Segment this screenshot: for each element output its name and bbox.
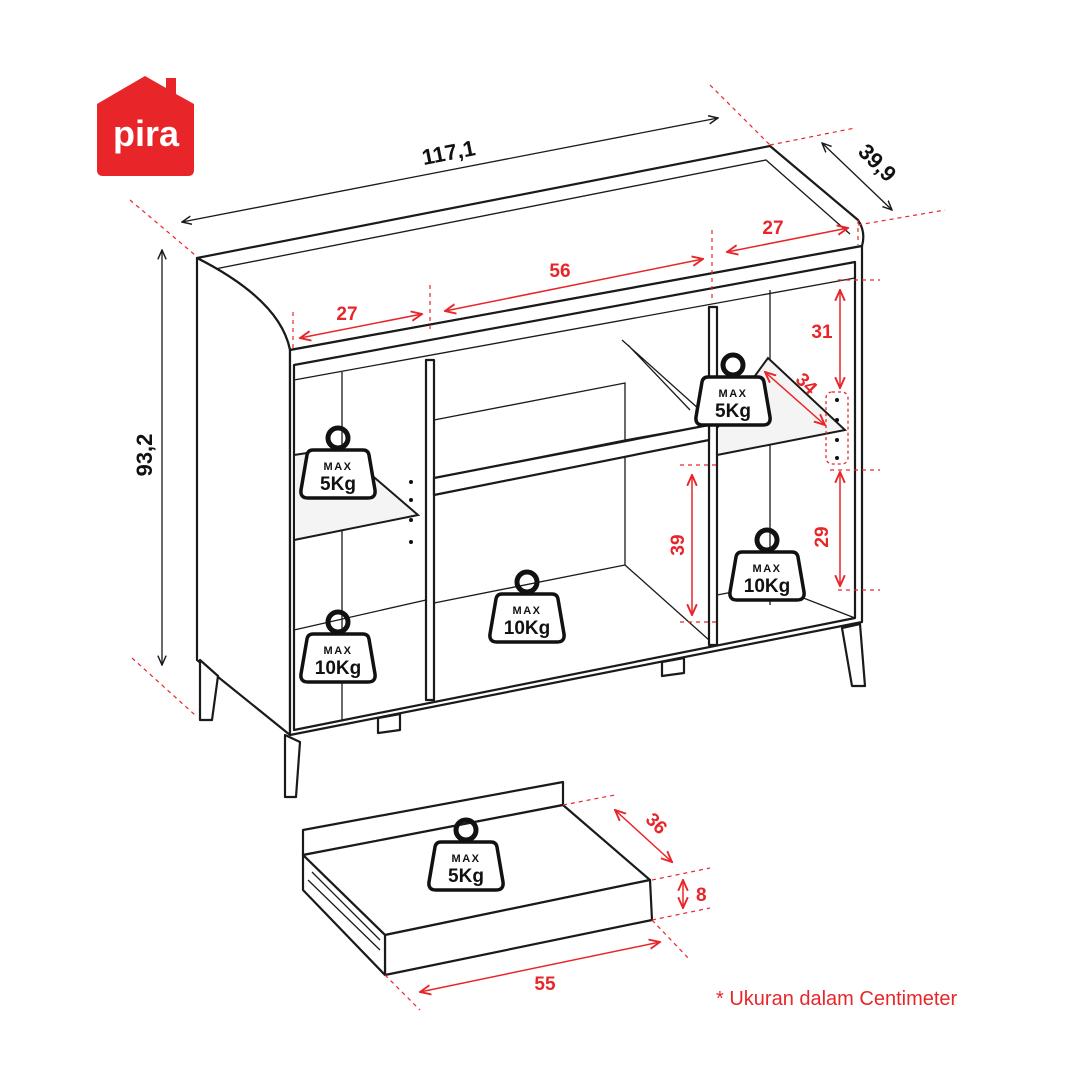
svg-text:5Kg: 5Kg bbox=[448, 866, 484, 887]
top-center-label: 56 bbox=[549, 261, 570, 282]
cabinet-drawing bbox=[195, 144, 867, 799]
svg-text:10Kg: 10Kg bbox=[504, 618, 550, 639]
units-footnote: * Ukuran dalam Centimeter bbox=[716, 988, 958, 1010]
svg-text:MAX: MAX bbox=[324, 461, 353, 473]
width-label: 117,1 bbox=[420, 135, 478, 170]
center-lower-height-label: 39 bbox=[668, 534, 689, 555]
height-label: 93,2 bbox=[132, 434, 157, 477]
svg-text:5Kg: 5Kg bbox=[320, 474, 356, 495]
right-lower-height-label: 29 bbox=[812, 526, 833, 547]
top-left-label: 27 bbox=[336, 304, 357, 325]
logo-text: pira bbox=[113, 113, 180, 154]
svg-text:MAX: MAX bbox=[753, 563, 782, 575]
drawer-depth-label: 36 bbox=[641, 809, 671, 839]
svg-text:MAX: MAX bbox=[719, 388, 748, 400]
svg-text:MAX: MAX bbox=[452, 853, 481, 865]
drawer-width-label: 55 bbox=[534, 974, 556, 995]
right-upper-height-label: 31 bbox=[811, 322, 833, 343]
drawer-height-label: 8 bbox=[696, 885, 707, 906]
svg-text:MAX: MAX bbox=[324, 645, 353, 657]
pira-logo: pira bbox=[97, 76, 194, 176]
top-right-label: 27 bbox=[762, 218, 783, 239]
svg-text:10Kg: 10Kg bbox=[744, 576, 790, 597]
svg-text:MAX: MAX bbox=[513, 605, 542, 617]
svg-text:10Kg: 10Kg bbox=[315, 658, 361, 679]
svg-text:5Kg: 5Kg bbox=[715, 401, 751, 422]
